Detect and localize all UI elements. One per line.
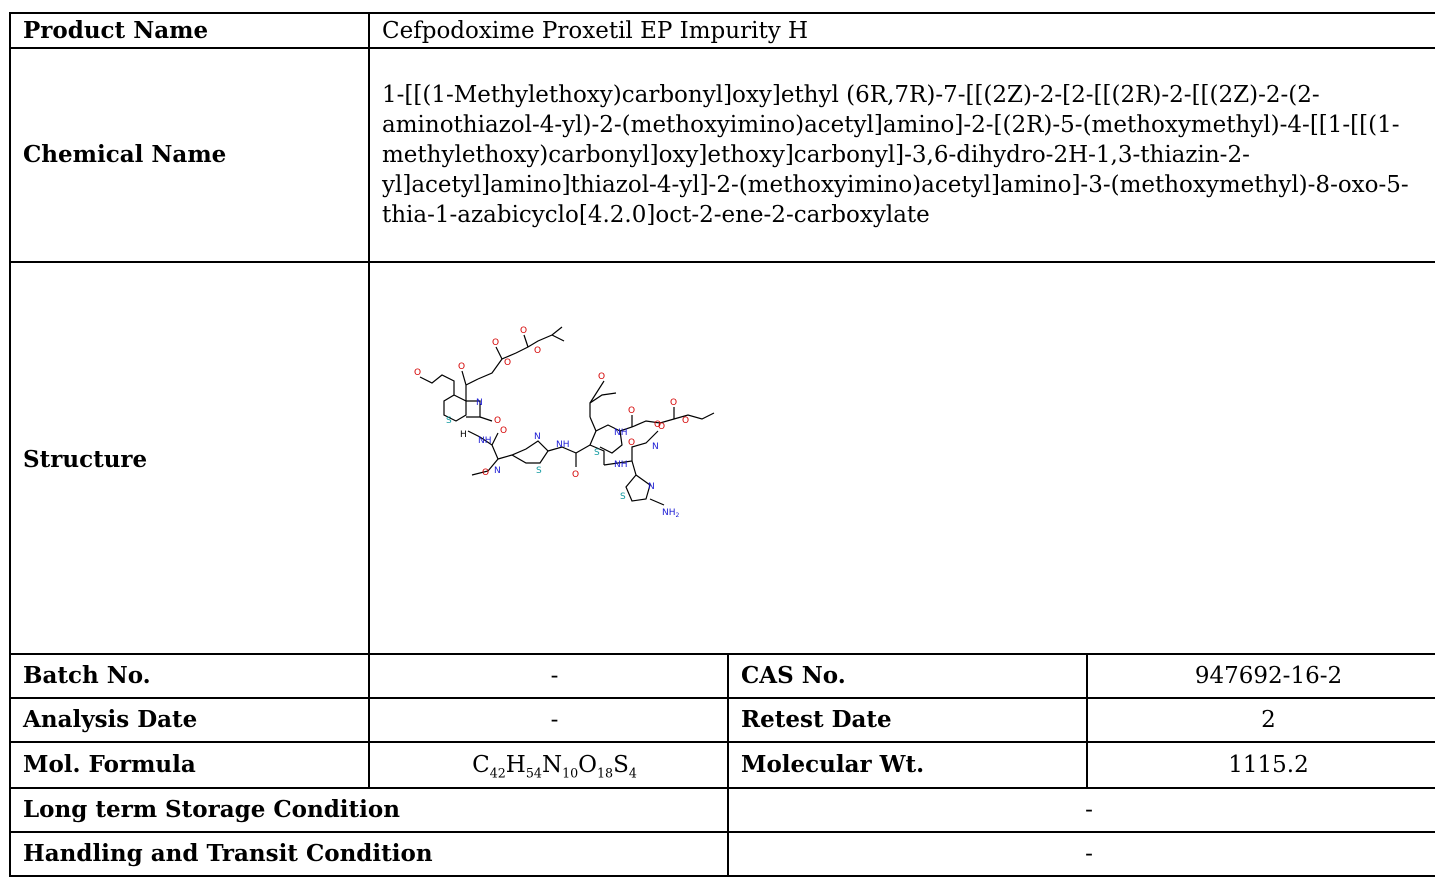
atom-label: O xyxy=(682,416,689,426)
atom-label: O xyxy=(482,468,489,478)
cas-no-label: CAS No. xyxy=(727,653,1088,699)
atom-label: N xyxy=(652,442,659,452)
row-batch-cas: Batch No. - CAS No. 947692-16-2 xyxy=(9,653,1435,699)
retest-date-label: Retest Date xyxy=(727,697,1088,743)
product-name-value: Cefpodoxime Proxetil EP Impurity H xyxy=(368,12,1435,49)
atom-label: S xyxy=(536,466,542,476)
atom-label: N xyxy=(476,398,483,408)
row-structure: Structure xyxy=(9,261,1435,655)
atom-label: S xyxy=(594,448,600,458)
handling-transit-value: - xyxy=(727,831,1435,877)
atom-label: O xyxy=(670,398,677,408)
atom-label-nh2: NH2 xyxy=(662,508,680,519)
atom-label: H xyxy=(460,430,467,440)
analysis-date-label: Analysis Date xyxy=(9,697,370,743)
atom-label: O xyxy=(494,416,501,426)
row-long-term-storage: Long term Storage Condition - xyxy=(9,787,1435,833)
handling-transit-label: Handling and Transit Condition xyxy=(9,831,729,877)
atom-label: N xyxy=(648,482,655,492)
chemical-name-value: 1-[[(1-Methylethoxy)carbonyl]oxy]ethyl (… xyxy=(368,47,1435,263)
atom-label: O xyxy=(628,438,635,448)
atom-label: NH xyxy=(614,428,628,438)
atom-label: S xyxy=(446,416,452,426)
atom-label: NH xyxy=(478,436,492,446)
structure-image: O O O O O O N O S H NH O N O N S NH O S … xyxy=(368,261,1435,655)
structure-label: Structure xyxy=(9,261,370,655)
molecular-wt-label: Molecular Wt. xyxy=(727,741,1088,789)
atom-label: S xyxy=(620,492,626,502)
product-spec-table: Product Name Cefpodoxime Proxetil EP Imp… xyxy=(9,12,1435,877)
atom-label: O xyxy=(658,422,665,432)
atom-label: O xyxy=(504,358,511,368)
molecular-wt-value: 1115.2 xyxy=(1086,741,1435,789)
atom-label: O xyxy=(520,326,527,336)
atom-label: O xyxy=(572,470,579,480)
row-dates: Analysis Date - Retest Date 2 xyxy=(9,697,1435,743)
long-term-storage-value: - xyxy=(727,787,1435,833)
mol-formula-label: Mol. Formula xyxy=(9,741,370,789)
atom-label: O xyxy=(628,406,635,416)
product-name-label: Product Name xyxy=(9,12,370,49)
analysis-date-value: - xyxy=(368,697,729,743)
row-product-name: Product Name Cefpodoxime Proxetil EP Imp… xyxy=(9,12,1435,49)
atom-label: N xyxy=(534,432,541,442)
atom-label: O xyxy=(492,338,499,348)
batch-no-label: Batch No. xyxy=(9,653,370,699)
retest-date-value: 2 xyxy=(1086,697,1435,743)
atom-label: N xyxy=(494,466,501,476)
mol-formula-value: C42H54N10O18S4 xyxy=(368,741,729,789)
long-term-storage-label: Long term Storage Condition xyxy=(9,787,729,833)
atom-label: O xyxy=(458,362,465,372)
row-handling-transit: Handling and Transit Condition - xyxy=(9,831,1435,877)
chemical-name-label: Chemical Name xyxy=(9,47,370,263)
atom-label: O xyxy=(534,346,541,356)
row-chemical-name: Chemical Name 1-[[(1-Methylethoxy)carbon… xyxy=(9,47,1435,263)
atom-label: O xyxy=(598,372,605,382)
atom-label: NH xyxy=(556,440,570,450)
batch-no-value: - xyxy=(368,653,729,699)
chemical-structure-drawing: O O O O O O N O S H NH O N O N S NH O S … xyxy=(414,326,715,519)
atom-label: O xyxy=(654,420,661,430)
cas-no-value: 947692-16-2 xyxy=(1086,653,1435,699)
atom-label: NH xyxy=(614,460,628,470)
atom-label: O xyxy=(500,426,507,436)
row-formula-weight: Mol. Formula C42H54N10O18S4 Molecular Wt… xyxy=(9,741,1435,789)
atom-label: O xyxy=(414,368,421,378)
